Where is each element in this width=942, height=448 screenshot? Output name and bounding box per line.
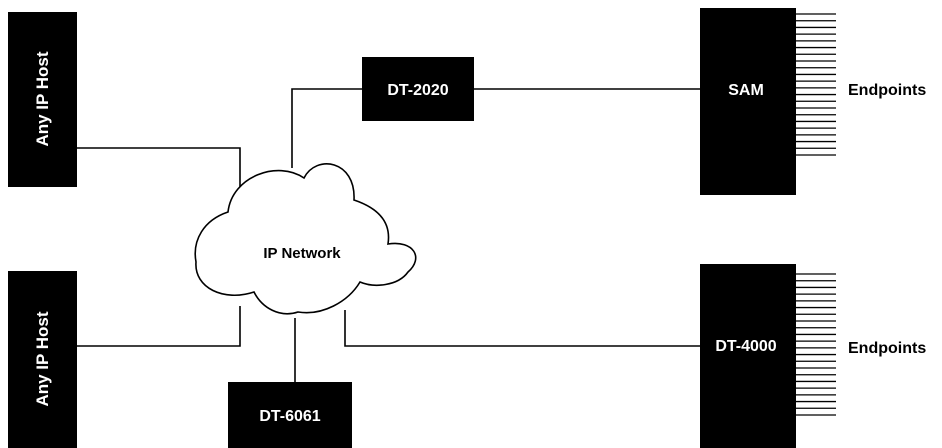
sam-label: SAM <box>728 82 764 99</box>
dt4000-endpoint-lines <box>796 273 836 416</box>
link-host-bottom-to-network <box>77 306 241 347</box>
dt4000-device: DT-4000 <box>700 264 796 448</box>
sam-endpoints-label: Endpoints <box>848 82 926 99</box>
host-box <box>8 271 77 448</box>
link-host-top-to-network <box>77 147 241 212</box>
sam-endpoint-lines <box>796 13 836 156</box>
link-network-to-dt4000 <box>344 310 700 347</box>
dt6061-box <box>228 382 352 448</box>
dt2020-box <box>362 57 474 121</box>
host-label: Any IP Host <box>33 311 52 406</box>
sam-device: SAM <box>700 8 796 195</box>
dt4000-label: DT-4000 <box>715 338 776 355</box>
dt2020-device: DT-2020 <box>362 57 474 121</box>
dt4000-endpoints-label: Endpoints <box>848 340 926 357</box>
host-block-bottom: Any IP Host <box>8 271 77 448</box>
host-box <box>8 12 77 187</box>
sam-box <box>700 8 796 195</box>
cloud-shape <box>194 163 417 315</box>
ip-network-cloud: IP Network <box>194 163 417 315</box>
host-block-top: Any IP Host <box>8 12 77 187</box>
network-label: IP Network <box>263 245 341 262</box>
dt6061-device: DT-6061 <box>228 382 352 448</box>
dt4000-box <box>700 264 796 448</box>
host-label: Any IP Host <box>33 51 52 146</box>
dt6061-label: DT-6061 <box>259 408 320 425</box>
dt2020-label: DT-2020 <box>387 82 448 99</box>
link-network-to-dt2020 <box>291 88 362 168</box>
